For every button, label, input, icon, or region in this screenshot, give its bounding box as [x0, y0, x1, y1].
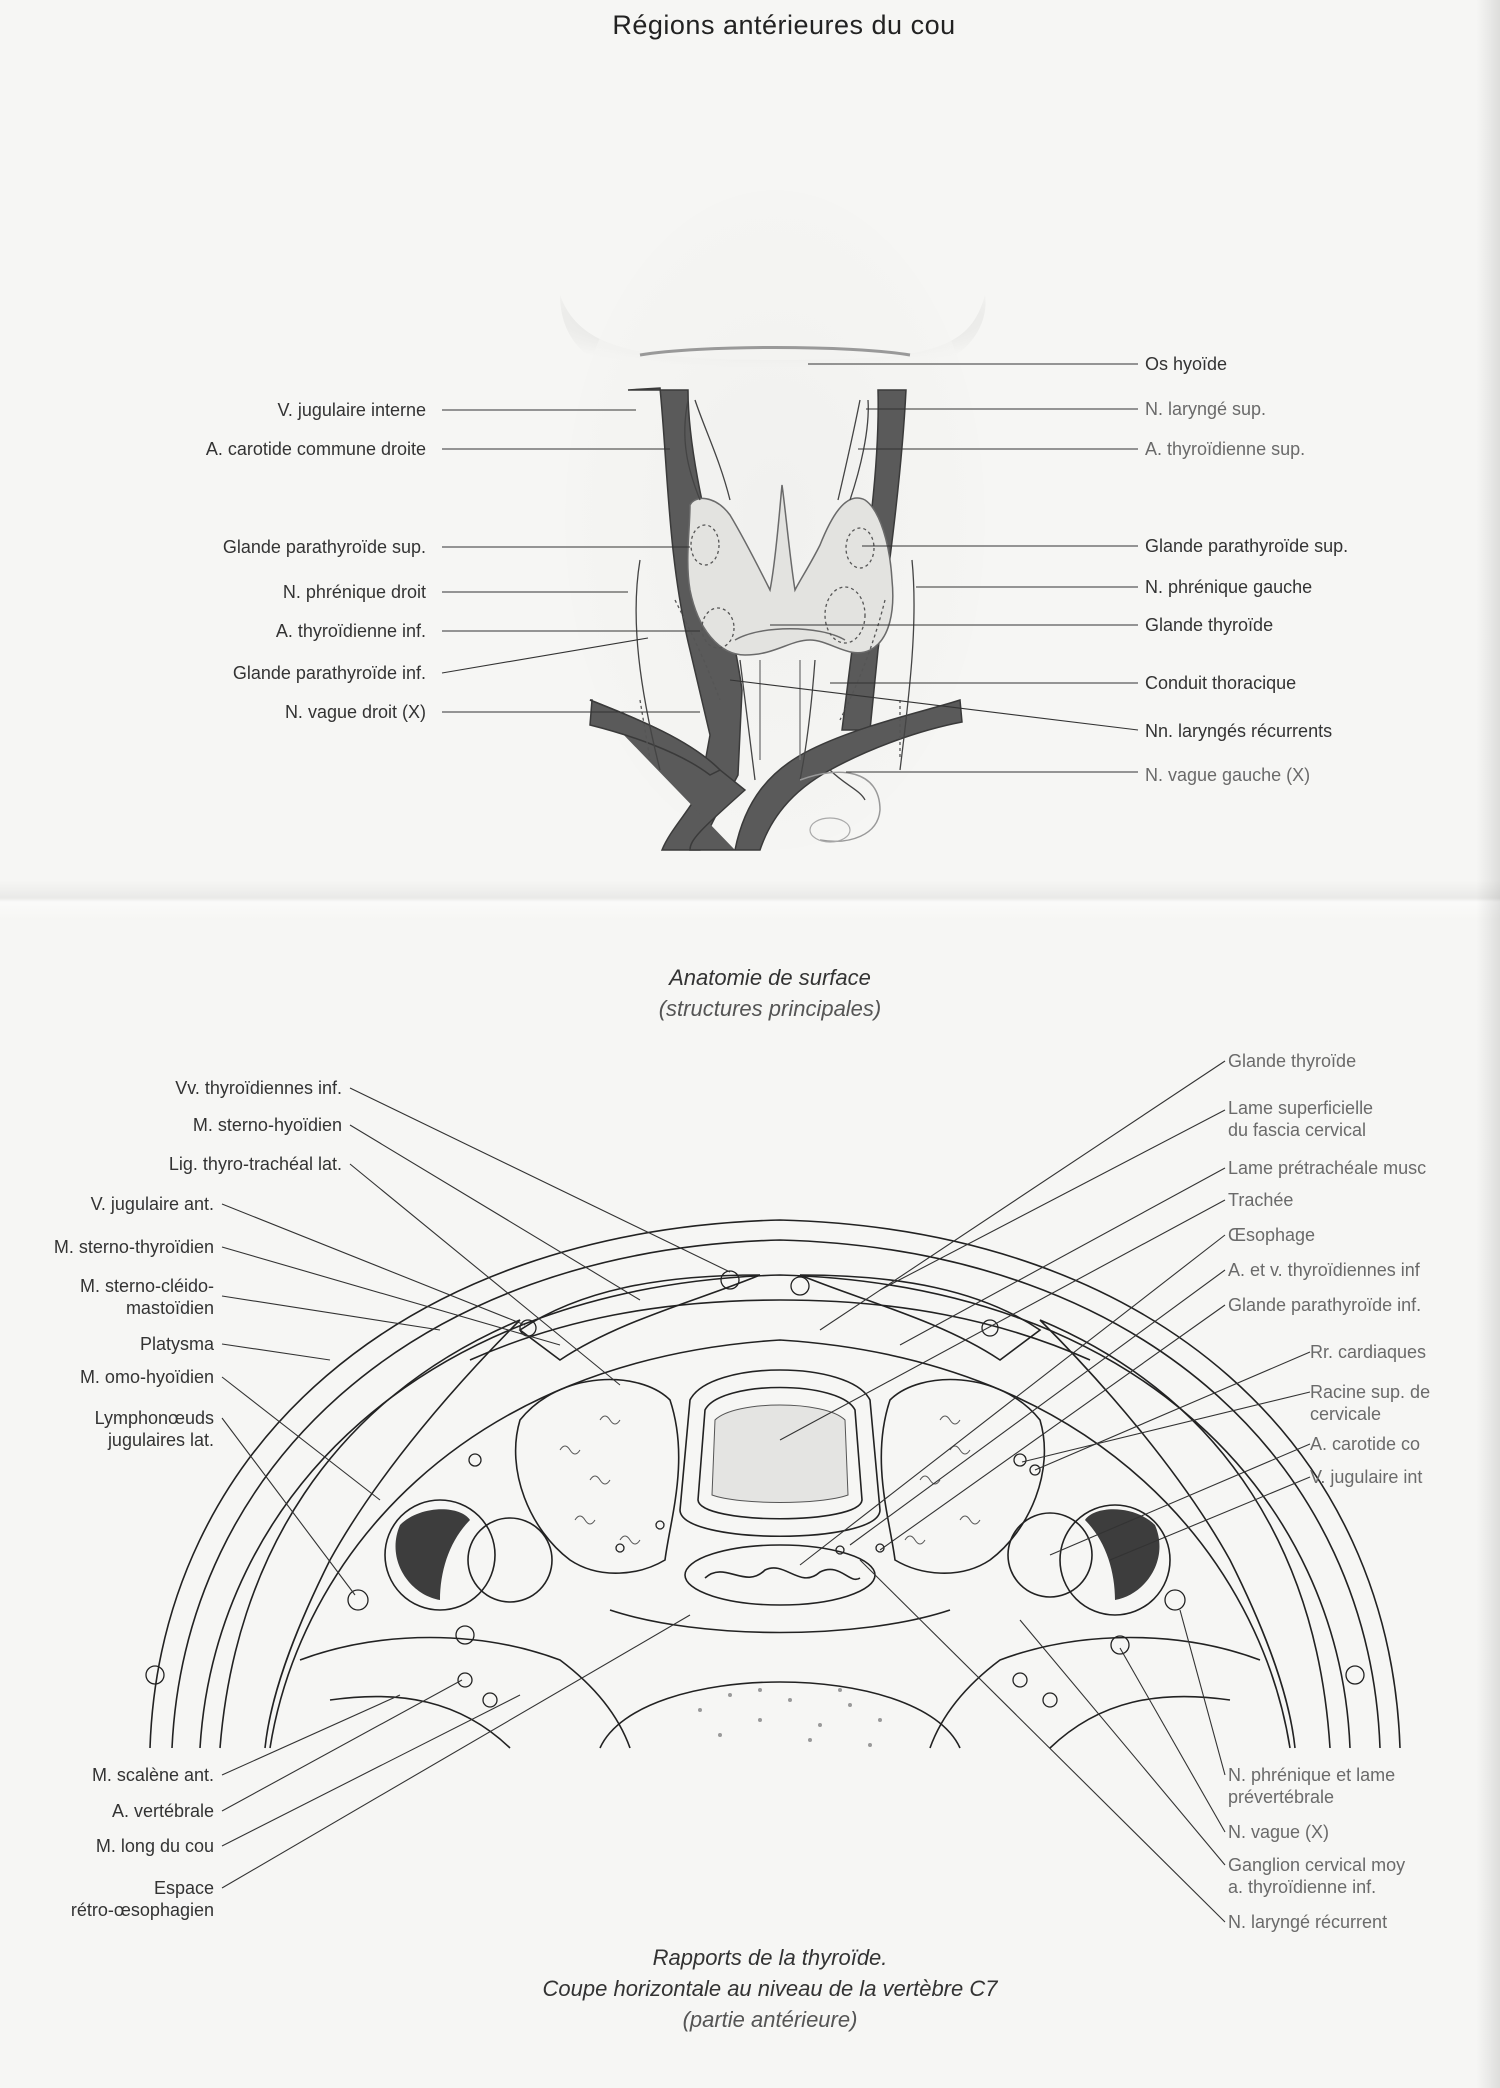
label-a-carotide-commune-droite: A. carotide commune droite — [205, 439, 426, 459]
vertebral-stipple — [698, 1688, 882, 1747]
label-m-sterno-thyroidien: M. sterno-thyroïdien — [53, 1237, 214, 1257]
aortic-arch — [799, 771, 881, 842]
label-m-long-du-cou: M. long du cou — [95, 1836, 214, 1856]
label-n-larynge-recurrent-section: N. laryngé récurrent — [1228, 1912, 1388, 1932]
thyroid-isthmus — [734, 628, 846, 641]
label-os-hyoide: Os hyoïde — [1145, 354, 1228, 374]
label-a-carotide-commune: A. carotide co — [1310, 1434, 1421, 1454]
label-m-sterno-hyoidien: M. sterno-hyoïdien — [192, 1115, 342, 1135]
label-n-phrenique-lame-prevertebrale: N. phrénique et lame prévertébrale — [1228, 1765, 1396, 1807]
label-trachee: Trachée — [1228, 1190, 1294, 1210]
cross-section-outline — [149, 1219, 1401, 1749]
label-v-jugulaire-interne-section: V. jugulaire int — [1310, 1467, 1423, 1487]
parathyroid-outlines — [639, 524, 901, 761]
vessel-stump — [809, 817, 851, 843]
neck-skin-shade — [565, 190, 985, 850]
figure1-caption: Anatomie de surface (structures principa… — [560, 962, 980, 1024]
label-a-thyroidienne-inf: A. thyroïdienne inf. — [275, 621, 426, 641]
label-m-omo-hyoidien: M. omo-hyoïdien — [79, 1367, 214, 1387]
figure2-caption-line1: Rapports de la thyroïde. — [652, 1945, 888, 1970]
page-edge-shadow — [1476, 0, 1500, 2088]
label-ganglion-cervical-moyen: Ganglion cervical moy a. thyroïdienne in… — [1228, 1855, 1406, 1897]
figure2-caption-line3: (partie antérieure) — [682, 2007, 858, 2032]
label-n-vague-gauche: N. vague gauche (X) — [1145, 765, 1311, 785]
paper-fold — [0, 880, 1500, 920]
label-vv-thyroidiennes-inf: Vv. thyroïdiennes inf. — [175, 1078, 342, 1098]
label-conduit-thoracique: Conduit thoracique — [1145, 673, 1297, 693]
label-n-vague-droit: N. vague droit (X) — [284, 702, 426, 722]
small-vessels — [145, 1270, 1365, 1708]
label-v-jugulaire-interne: V. jugulaire interne — [277, 400, 426, 420]
label-a-et-v-thyroidiennes-inf: A. et v. thyroïdiennes inf — [1228, 1260, 1420, 1280]
label-glande-thyroide: Glande thyroïde — [1145, 615, 1274, 635]
thyroid-gland — [687, 484, 894, 656]
label-n-phrenique-droit: N. phrénique droit — [282, 582, 426, 602]
label-glande-thyroide-section: Glande thyroïde — [1228, 1051, 1357, 1071]
figure1-caption-title: Anatomie de surface — [669, 965, 871, 990]
figure1-leader-lines — [441, 363, 1139, 773]
label-m-scalene-ant: M. scalène ant. — [91, 1765, 214, 1785]
figure2-leader-lines — [221, 1060, 1311, 1923]
label-nn-larynges-recurrents: Nn. laryngés récurrents — [1145, 721, 1333, 741]
label-espace-retro-oesophagien: Espace rétro-œsophagien — [70, 1878, 214, 1920]
label-rr-cardiaques: Rr. cardiaques — [1310, 1342, 1427, 1362]
label-n-larynge-sup: N. laryngé sup. — [1145, 399, 1267, 419]
label-oesophage: Œsophage — [1228, 1225, 1316, 1245]
label-lame-pretracheale: Lame prétrachéale musc — [1228, 1158, 1427, 1178]
nerves-and-arteries — [635, 399, 915, 801]
label-platysma: Platysma — [139, 1334, 214, 1354]
label-m-sterno-cleido-mastoidien: M. sterno-cléido- mastoïdien — [79, 1276, 214, 1318]
label-glande-parathyroide-sup-gauche: Glande parathyroïde sup. — [1145, 536, 1349, 556]
thyroid-lobule-marks — [559, 1415, 981, 1545]
label-v-jugulaire-ant: V. jugulaire ant. — [90, 1194, 214, 1214]
label-lame-superficielle-fascia: Lame superficielle du fascia cervical — [1228, 1098, 1374, 1140]
hyoid-bone — [639, 346, 911, 357]
label-glande-parathyroide-inf: Glande parathyroïde inf. — [232, 663, 426, 683]
label-glande-parathyroide-sup-droite: Glande parathyroïde sup. — [222, 537, 426, 557]
label-a-vertebrale: A. vertébrale — [111, 1801, 214, 1821]
page-title: Régions antérieures du cou — [612, 10, 956, 40]
tracheal-lumen — [711, 1404, 849, 1503]
label-racine-sup-anse-cervicale: Racine sup. de cervicale — [1310, 1382, 1431, 1424]
label-lig-thyro-tracheal-lat: Lig. thyro-trachéal lat. — [168, 1154, 342, 1174]
trachea — [759, 660, 801, 760]
label-n-phrenique-gauche: N. phrénique gauche — [1145, 577, 1313, 597]
internal-jugular-veins — [395, 1509, 1160, 1600]
label-a-thyroidienne-sup: A. thyroïdienne sup. — [1145, 439, 1306, 459]
label-n-vague-section: N. vague (X) — [1228, 1822, 1330, 1842]
label-lymphonoeuds-jugulaires-lat: Lymphonœuds jugulaires lat. — [94, 1408, 214, 1450]
label-glande-parathyroide-inf-section: Glande parathyroïde inf. — [1228, 1295, 1422, 1315]
figure2-caption-line2: Coupe horizontale au niveau de la vertèb… — [542, 1976, 998, 2001]
figure2-caption: Rapports de la thyroïde. Coupe horizonta… — [420, 1942, 1120, 2035]
great-vessels — [589, 387, 963, 851]
figure1-caption-subtitle: (structures principales) — [658, 996, 882, 1021]
